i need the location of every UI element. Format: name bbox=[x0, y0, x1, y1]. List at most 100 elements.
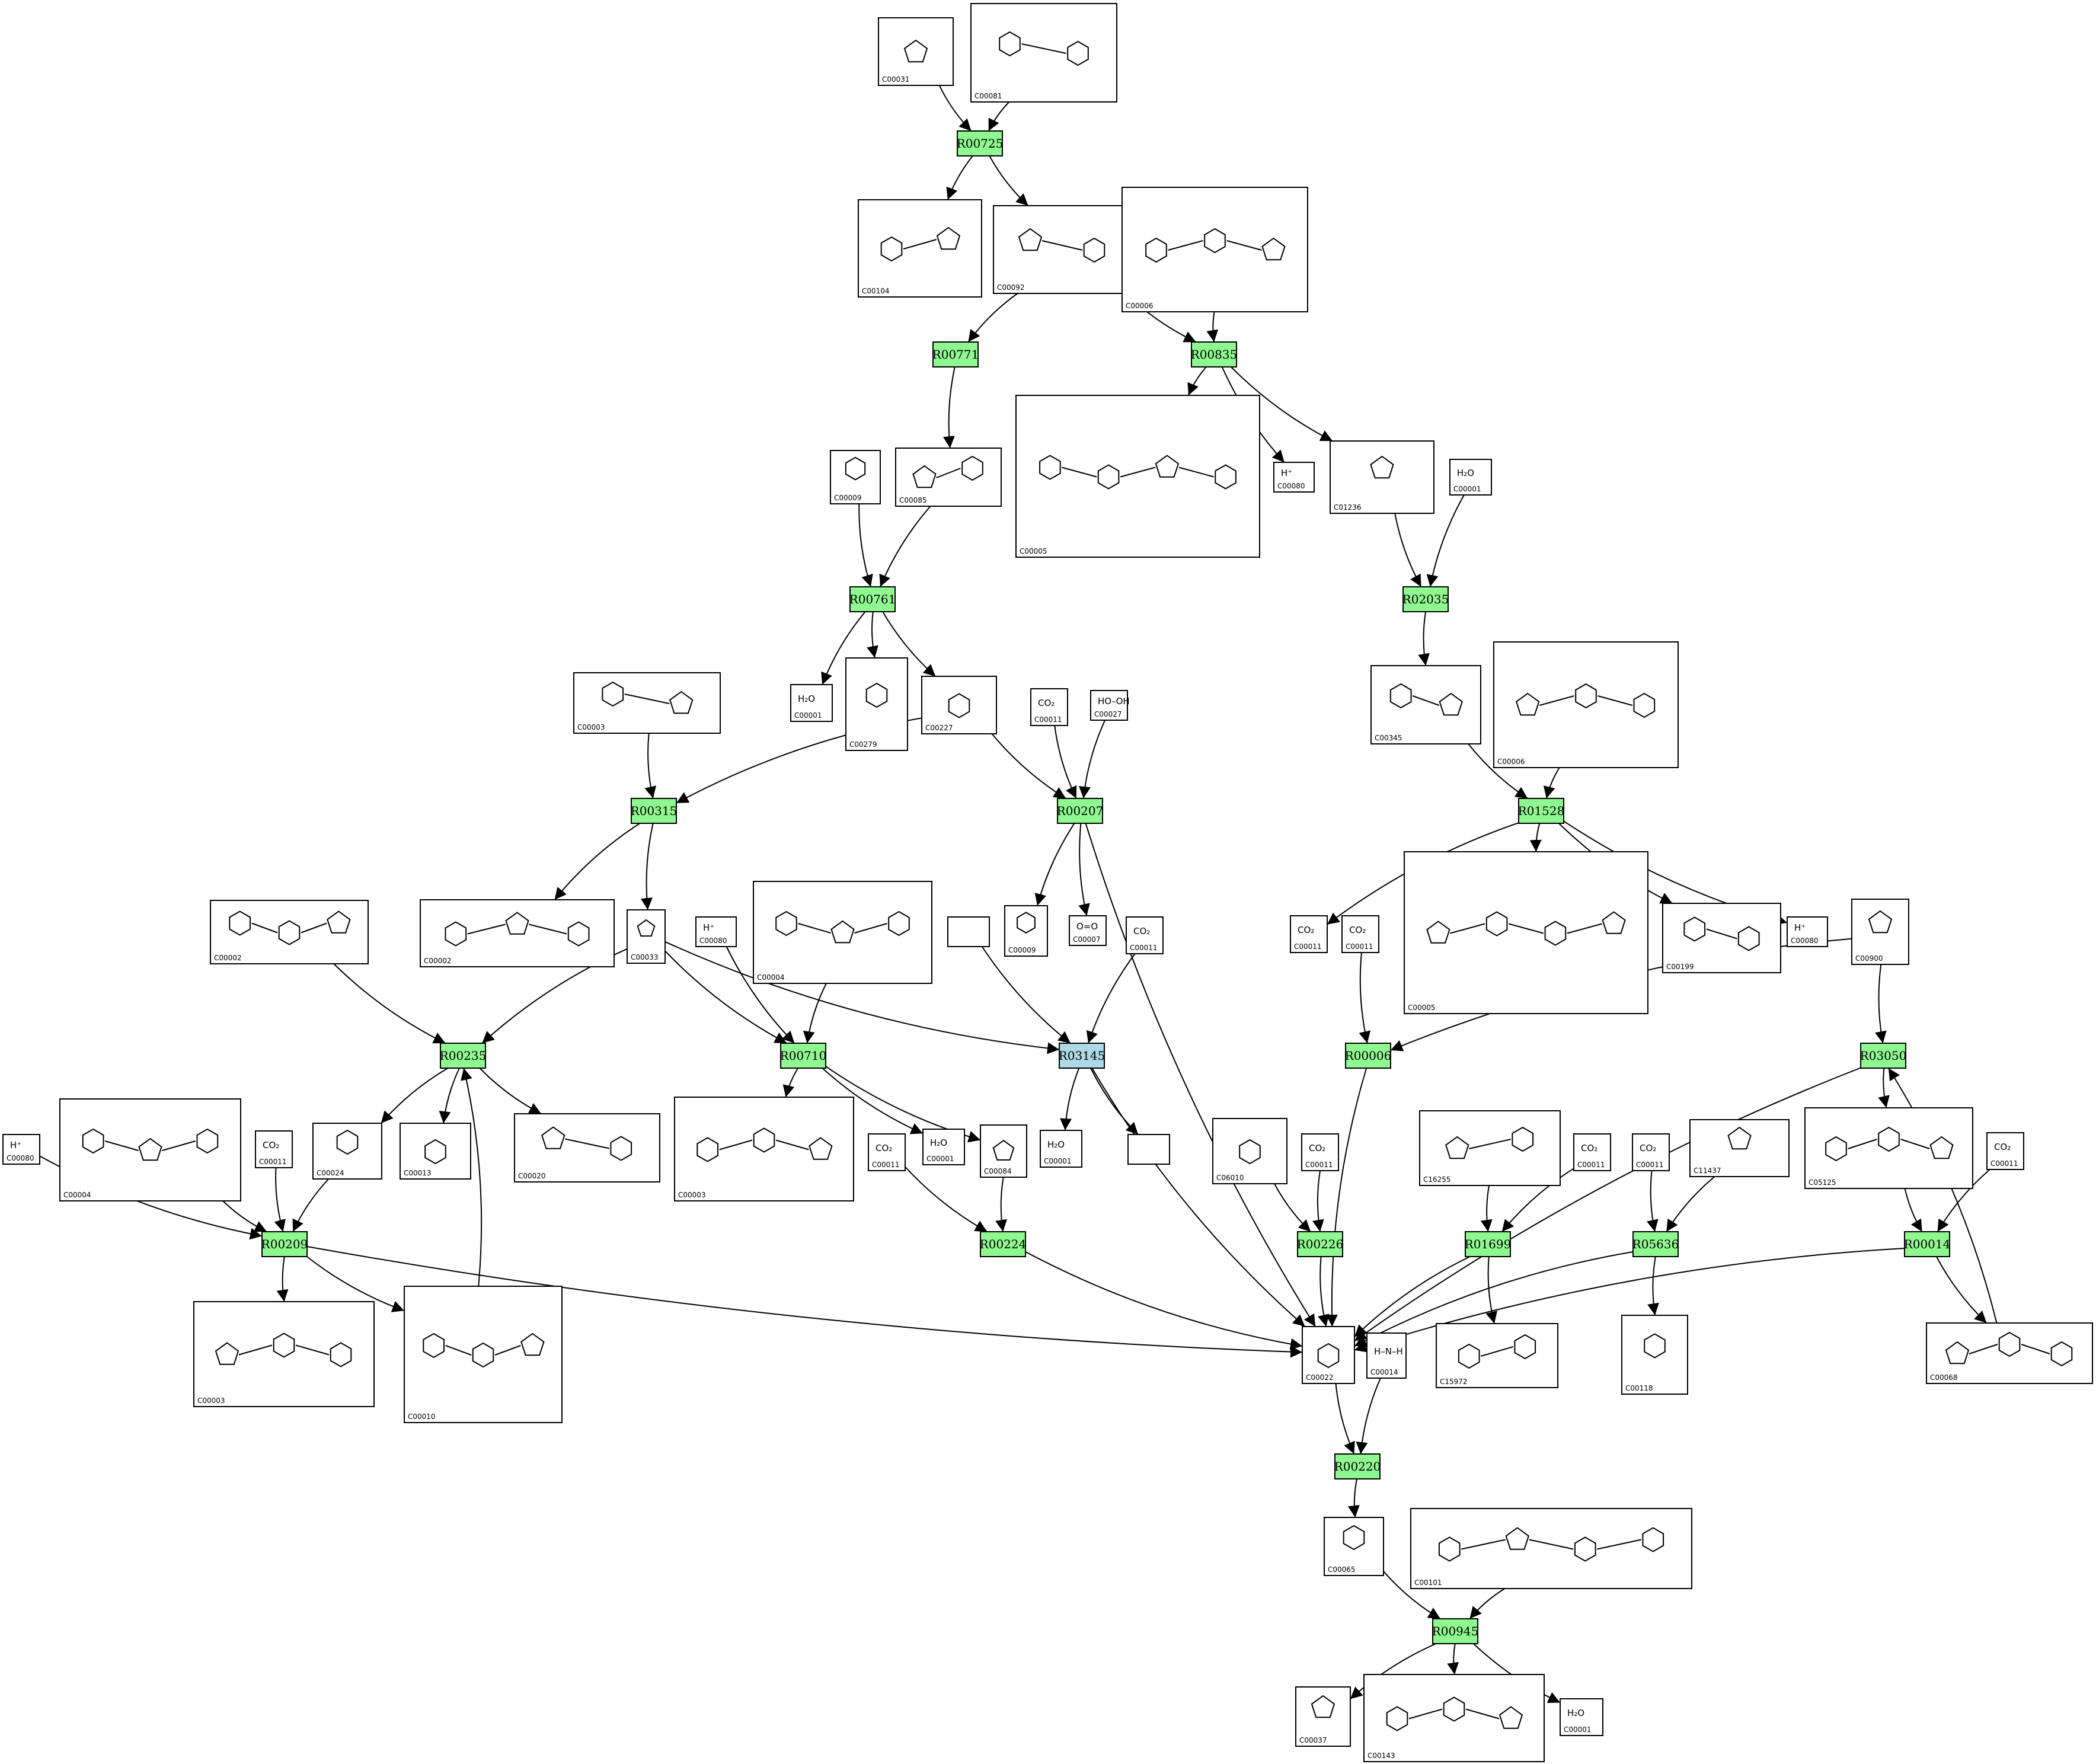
compound-node-c00085[interactable]: C00085 bbox=[895, 448, 1002, 507]
compound-node-c00068[interactable]: C00068 bbox=[1926, 1322, 2093, 1384]
compound-node-c00031[interactable]: C00031 bbox=[878, 17, 954, 86]
compound-node-c00033[interactable]: C00033 bbox=[627, 909, 666, 964]
ring-shape bbox=[936, 226, 961, 250]
compound-node-c15972[interactable]: C15972 bbox=[1436, 1323, 1558, 1388]
compound-node-c00005[interactable]: C00005 bbox=[1015, 395, 1260, 558]
compound-node-c00009[interactable]: C00009 bbox=[830, 450, 881, 504]
compound-box bbox=[1573, 1133, 1611, 1171]
reaction-node-r00224[interactable]: R00224 bbox=[980, 1231, 1027, 1257]
reaction-node-r00207[interactable]: R00207 bbox=[1057, 798, 1104, 824]
compound-node-c00080[interactable]: H⁺C00080 bbox=[2, 1134, 40, 1165]
reaction-node-r00014[interactable]: R00014 bbox=[1904, 1231, 1951, 1257]
compound-node-c00199[interactable]: C00199 bbox=[1662, 903, 1781, 973]
edge-r00226-c00022 bbox=[1318, 1256, 1330, 1327]
compound-formula: H₂O bbox=[1567, 1708, 1584, 1718]
compound-node-c00003[interactable]: C00003 bbox=[193, 1301, 375, 1407]
compound-node-c00084[interactable]: C00084 bbox=[980, 1124, 1027, 1178]
reaction-node-r00771[interactable]: R00771 bbox=[932, 341, 979, 368]
compound-id: C00006 bbox=[1126, 302, 1154, 310]
compound-node-empty[interactable] bbox=[1127, 1134, 1170, 1165]
compound-node-c00279[interactable]: C00279 bbox=[845, 657, 908, 751]
compound-node-c00004[interactable]: C00004 bbox=[59, 1098, 241, 1201]
reaction-node-r00710[interactable]: R00710 bbox=[780, 1043, 827, 1069]
reaction-node-r03145[interactable]: R03145 bbox=[1059, 1043, 1105, 1069]
compound-node-c00065[interactable]: C00065 bbox=[1324, 1517, 1384, 1576]
compound-node-c00009[interactable]: C00009 bbox=[1004, 905, 1048, 957]
reaction-node-r01699[interactable]: R01699 bbox=[1465, 1231, 1512, 1257]
reaction-node-r00835[interactable]: R00835 bbox=[1191, 341, 1238, 368]
compound-node-c00345[interactable]: C00345 bbox=[1370, 665, 1481, 744]
reaction-node-r00209[interactable]: R00209 bbox=[261, 1231, 308, 1257]
compound-node-c01236[interactable]: C01236 bbox=[1330, 440, 1434, 514]
compound-box bbox=[1069, 915, 1107, 946]
compound-node-c00003[interactable]: C00003 bbox=[573, 672, 721, 734]
reaction-node-r00220[interactable]: R00220 bbox=[1334, 1453, 1381, 1479]
compound-node-c00118[interactable]: C00118 bbox=[1621, 1315, 1688, 1395]
compound-node-c00010[interactable]: C00010 bbox=[404, 1286, 563, 1423]
reaction-node-r03050[interactable]: R03050 bbox=[1860, 1043, 1907, 1069]
compound-node-c00003[interactable]: C00003 bbox=[674, 1097, 854, 1201]
compound-node-c00101[interactable]: C00101 bbox=[1410, 1508, 1692, 1589]
reaction-box bbox=[957, 130, 1003, 156]
compound-node-c11437[interactable]: C11437 bbox=[1689, 1119, 1790, 1177]
compound-node-c00013[interactable]: C00013 bbox=[400, 1123, 471, 1180]
reaction-node-r00006[interactable]: R00006 bbox=[1345, 1043, 1392, 1069]
compound-node-c00080[interactable]: H⁺C00080 bbox=[1787, 916, 1828, 947]
compound-node-c00037[interactable]: C00037 bbox=[1295, 1686, 1351, 1747]
compound-node-c00227[interactable]: C00227 bbox=[921, 676, 997, 734]
compound-node-c00080[interactable]: H⁺C00080 bbox=[1273, 462, 1315, 493]
compound-node-c00020[interactable]: C00020 bbox=[514, 1113, 660, 1183]
compound-node-empty[interactable] bbox=[947, 916, 990, 947]
edge-r00014-c00068 bbox=[1936, 1256, 1988, 1324]
reaction-node-r05636[interactable]: R05636 bbox=[1632, 1231, 1679, 1257]
compound-node-c06010[interactable]: C06010 bbox=[1212, 1118, 1287, 1184]
compound-box bbox=[193, 1301, 375, 1407]
reaction-node-r00235[interactable]: R00235 bbox=[440, 1043, 487, 1069]
compound-node-c00006[interactable]: C00006 bbox=[1122, 187, 1308, 312]
reaction-node-r00315[interactable]: R00315 bbox=[631, 798, 678, 824]
ring-shape bbox=[1727, 1126, 1752, 1150]
compound-node-c00092[interactable]: C00092 bbox=[993, 205, 1132, 294]
compound-node-c00022[interactable]: C00022 bbox=[1302, 1326, 1355, 1384]
compound-node-c00900[interactable]: C00900 bbox=[1851, 899, 1909, 965]
compound-node-c00004[interactable]: C00004 bbox=[753, 881, 932, 984]
reaction-node-r00226[interactable]: R00226 bbox=[1297, 1231, 1344, 1257]
reaction-node-r00725[interactable]: R00725 bbox=[957, 130, 1004, 156]
reaction-node-r02035[interactable]: R02035 bbox=[1402, 586, 1449, 612]
compound-node-c00006[interactable]: C00006 bbox=[1493, 641, 1679, 768]
compound-node-c05125[interactable]: C05125 bbox=[1804, 1107, 1973, 1189]
compound-node-c00080[interactable]: H⁺C00080 bbox=[695, 916, 737, 947]
ring-shape bbox=[1633, 692, 1656, 718]
compound-node-c00143[interactable]: C00143 bbox=[1363, 1674, 1545, 1762]
edge-c00011j-r00014 bbox=[1937, 1169, 1990, 1232]
compound-node-c00002[interactable]: C00002 bbox=[210, 900, 369, 964]
compound-node-c00024[interactable]: C00024 bbox=[312, 1123, 382, 1180]
compound-node-c00104[interactable]: C00104 bbox=[858, 199, 982, 298]
ring-shape bbox=[1485, 911, 1508, 937]
reaction-node-r01528[interactable]: R01528 bbox=[1518, 798, 1565, 824]
reaction-node-r00761[interactable]: R00761 bbox=[849, 586, 896, 612]
compound-node-c00005[interactable]: C00005 bbox=[1404, 851, 1648, 1014]
compound-node-c16255[interactable]: C16255 bbox=[1419, 1110, 1561, 1186]
compound-node-c00002[interactable]: C00002 bbox=[420, 899, 615, 967]
reaction-node-r00945[interactable]: R00945 bbox=[1432, 1618, 1479, 1644]
compound-node-c00081[interactable]: C00081 bbox=[970, 3, 1117, 103]
